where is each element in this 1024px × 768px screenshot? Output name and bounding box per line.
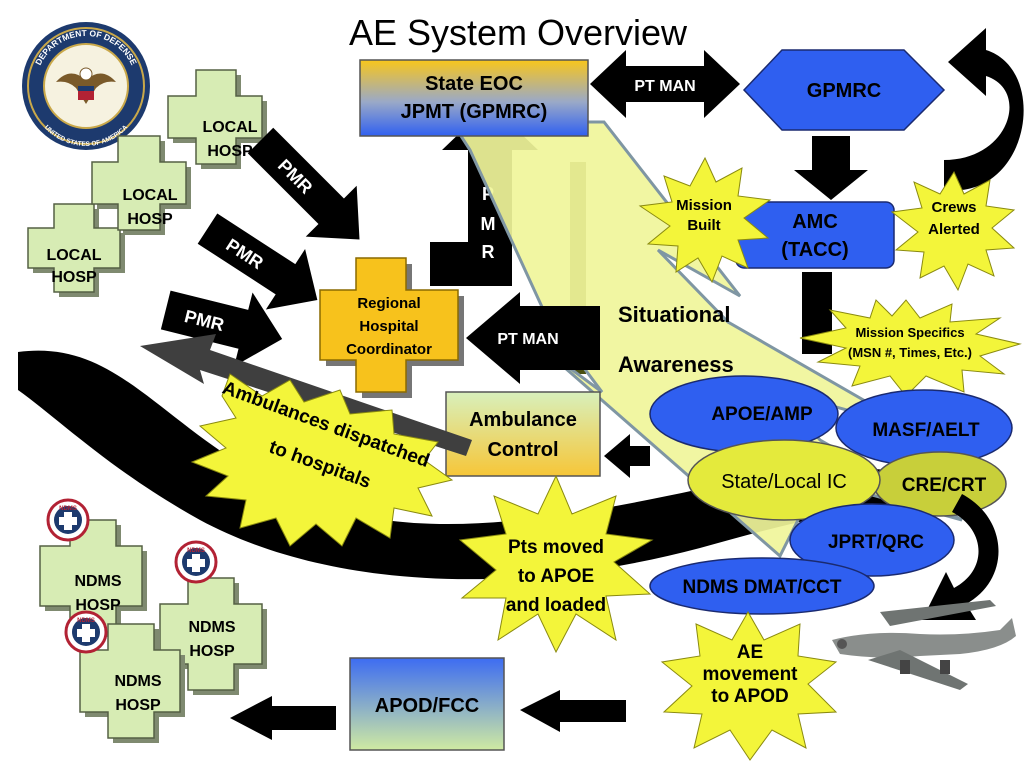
to-ndms-arrow — [230, 696, 336, 740]
pmr-vertical-letter: M — [481, 214, 496, 234]
local-hosp-label: LOCAL — [202, 119, 257, 136]
mission-built-burst: Mission Built — [638, 156, 772, 284]
crews-alerted-burst: Crews Alerted — [890, 170, 1016, 292]
aircraft-icon — [832, 600, 1016, 690]
state-eoc-label: JPMT (GPMRC) — [401, 101, 548, 123]
crews-alerted-label: Alerted — [928, 221, 980, 238]
curved-return-arrow — [944, 28, 1024, 191]
ambulance-label: Ambulance — [469, 409, 577, 431]
ndms-hosp-label: HOSP — [75, 597, 121, 614]
crews-alerted-label: Crews — [931, 199, 976, 216]
ndms-dmat-label: NDMS DMAT/CCT — [682, 577, 841, 598]
ndms-badge-icon: NDMS — [64, 610, 108, 654]
jprt-label: JPRT/QRC — [828, 532, 924, 553]
amc-box: AMC (TACC) — [735, 201, 895, 269]
ae-movement-burst: AE movement to APOD — [660, 610, 838, 761]
cre-label: CRE/CRT — [902, 475, 987, 496]
amc-label: AMC — [792, 211, 838, 233]
pt-man-label: PT MAN — [634, 78, 695, 95]
dod-seal-icon: DEPARTMENT OF DEFENSE UNITED STATES OF A… — [22, 22, 150, 150]
local-hosp-label: HOSP — [127, 211, 173, 228]
pts-moved-burst: Pts moved to APOE and loaded — [458, 474, 654, 654]
situational-label: Awareness — [618, 352, 734, 377]
local-hosp-3: LOCAL HOSP — [27, 203, 125, 297]
gpmrc-label: GPMRC — [807, 80, 881, 102]
ambulances-dispatched-burst: Ambulances dispatched to hospitals — [190, 373, 454, 547]
regional-hospital-coordinator: Regional Hospital Coordinator — [319, 257, 464, 398]
pmr-arrow-3: PMR — [160, 290, 283, 367]
apod-label: APOD/FCC — [375, 695, 479, 717]
ndms-hosp-2: NDMS HOSP — [159, 577, 267, 695]
local-hosp-label: HOSP — [207, 143, 253, 160]
pts-moved-label: Pts moved — [508, 537, 604, 558]
pmr-arrow-2: PMR — [197, 213, 318, 310]
to-ambulance-arrow — [604, 434, 650, 478]
amc-label: (TACC) — [781, 239, 848, 261]
local-hosp-2: LOCAL HOSP — [91, 135, 191, 235]
ndms-dmat-oval: NDMS DMAT/CCT — [649, 557, 875, 615]
ndms-hosp-label: NDMS — [114, 673, 161, 690]
curved-plane-arrow — [922, 494, 999, 620]
pts-moved-label: and loaded — [506, 595, 606, 616]
regional-label: Regional — [357, 295, 420, 312]
to-apod-arrow — [520, 690, 626, 732]
ndms-badge-text: NDMS — [187, 548, 205, 554]
jprt-oval: JPRT/QRC — [789, 503, 955, 577]
ambulance-control-box: Ambulance Control — [445, 391, 601, 477]
pt-man-label: PT MAN — [497, 331, 558, 348]
ndms-hosp-label: NDMS — [188, 619, 235, 636]
ae-movement-label: to APOD — [711, 686, 788, 707]
local-hosp-label: HOSP — [51, 269, 97, 286]
apod-fcc-box: APOD/FCC — [349, 657, 505, 751]
ndms-hosp-label: HOSP — [189, 643, 235, 660]
pt-man-top-arrow: PT MAN — [590, 50, 740, 118]
regional-label: Hospital — [359, 318, 418, 335]
mission-built-label: Built — [687, 217, 720, 234]
ndms-hosp-3: NDMS HOSP — [79, 623, 185, 743]
ae-movement-label: movement — [702, 664, 798, 685]
gpmrc-node: GPMRC — [742, 49, 946, 131]
local-hosp-1: LOCAL HOSP — [167, 69, 267, 169]
ndms-badge-icon: NDMS — [174, 540, 218, 584]
masf-label: MASF/AELT — [872, 420, 980, 441]
local-hosp-label: LOCAL — [122, 187, 177, 204]
state-eoc-box: State EOC JPMT (GPMRC) — [359, 59, 589, 137]
ambulance-label: Control — [487, 439, 558, 461]
mission-specifics-burst: Mission Specifics (MSN #, Times, Etc.) — [799, 299, 1022, 397]
ndms-hosp-label: HOSP — [115, 697, 161, 714]
mission-built-label: Mission — [676, 197, 732, 214]
masf-oval: MASF/AELT — [835, 389, 1013, 467]
mission-specifics-label: (MSN #, Times, Etc.) — [848, 345, 972, 360]
local-hosp-label: LOCAL — [46, 247, 101, 264]
ndms-hosp-1: NDMS HOSP — [39, 519, 147, 637]
state-local-oval: State/Local IC — [687, 439, 881, 521]
page-title: AE System Overview — [349, 12, 688, 53]
ndms-badge-icon: NDMS — [46, 498, 90, 542]
situational-label: Situational — [618, 302, 730, 327]
mission-specifics-label: Mission Specifics — [855, 325, 964, 340]
ndms-hosp-label: NDMS — [74, 573, 121, 590]
apoe-oval: APOE/AMP — [649, 375, 839, 453]
pt-man-mid-arrow: PT MAN — [466, 292, 600, 384]
state-eoc-label: State EOC — [425, 73, 523, 95]
ndms-badge-text: NDMS — [59, 506, 77, 512]
cre-oval: CRE/CRT — [873, 451, 1007, 517]
pmr-vertical-letter: R — [482, 242, 495, 262]
apoe-label: APOE/AMP — [711, 404, 813, 425]
ae-movement-label: AE — [737, 642, 763, 663]
regional-label: Coordinator — [346, 341, 432, 358]
gpmrc-amc-arrow — [794, 136, 868, 200]
pts-moved-label: to APOE — [518, 566, 594, 587]
state-local-label: State/Local IC — [721, 471, 847, 493]
ndms-badge-text: NDMS — [77, 618, 95, 624]
